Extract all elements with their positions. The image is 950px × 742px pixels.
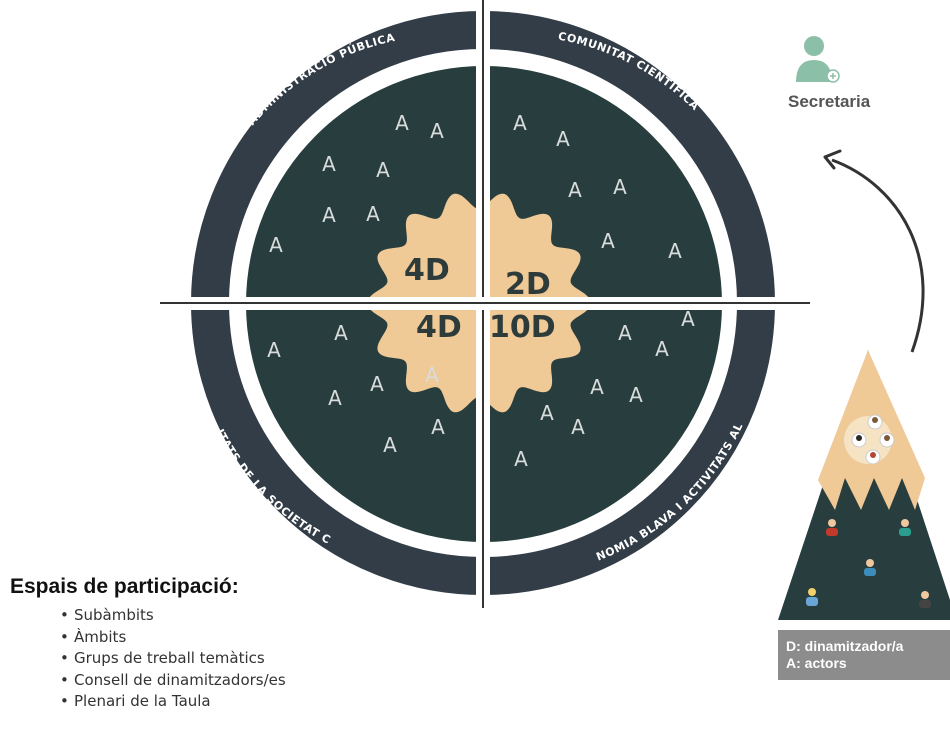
actor-letter: A — [668, 239, 682, 263]
actor-letter: A — [328, 386, 342, 410]
actor-letter: A — [395, 111, 409, 135]
triangle-hierarchy — [778, 350, 950, 620]
actor-letter: A — [430, 119, 444, 143]
spaces-list: Subàmbits Àmbits Grups de treball temàti… — [10, 605, 430, 713]
cross-divider — [160, 0, 810, 608]
legend-line-2: A: actors — [786, 655, 847, 671]
actor-letter: A — [571, 415, 585, 439]
actor-letter: A — [629, 383, 643, 407]
actor-letter: A — [590, 375, 604, 399]
actor-letter: A — [334, 321, 348, 345]
actor-letter: A — [568, 178, 582, 202]
legend-line-1: D: dinamitzador/a — [786, 638, 904, 654]
actor-letter: A — [269, 233, 283, 257]
participation-spaces: Espais de participació: Subàmbits Àmbits… — [10, 575, 430, 713]
actor-letter: A — [370, 372, 384, 396]
legend-box — [778, 630, 950, 680]
center-label-bottom-left: 4D — [416, 310, 462, 345]
actor-letter: A — [540, 401, 554, 425]
actor-avatar-icon — [864, 559, 876, 576]
actor-letter: A — [513, 111, 527, 135]
actor-letter: A — [425, 363, 439, 387]
actor-avatar-icon — [806, 588, 818, 606]
actor-letter: A — [556, 127, 570, 151]
spaces-list-item: Grups de treball temàtics — [60, 648, 430, 670]
actor-avatar-icon — [826, 519, 838, 536]
actor-letter: A — [267, 338, 281, 362]
actor-letter: A — [383, 433, 397, 457]
actor-letter: A — [613, 175, 627, 199]
center-label-bottom-right: 10D — [489, 310, 556, 345]
arrow-head-icon — [823, 149, 842, 170]
actor-letter: A — [601, 229, 615, 253]
secretaria-label: Secretaria — [788, 92, 871, 111]
actor-letter: A — [431, 415, 445, 439]
spaces-list-item: Consell de dinamitzadors/es — [60, 670, 430, 692]
actor-letter: A — [655, 337, 669, 361]
arrow-to-secretaria — [831, 158, 925, 353]
center-label-top-left: 4D — [404, 253, 450, 288]
center-label-top-right: 2D — [505, 267, 551, 302]
actor-letter: A — [366, 202, 380, 226]
actor-avatar-icon — [899, 519, 911, 536]
spaces-list-item: Àmbits — [60, 627, 430, 649]
spaces-list-item: Subàmbits — [60, 605, 430, 627]
secretaria-icon — [796, 36, 840, 83]
actor-letter: A — [618, 321, 632, 345]
actor-letter: A — [376, 158, 390, 182]
actor-letter: A — [514, 447, 528, 471]
actor-letter: A — [322, 152, 336, 176]
actor-letter: A — [322, 203, 336, 227]
actor-letter: A — [681, 307, 695, 331]
actor-avatar-icon — [919, 591, 931, 608]
spaces-list-item: Plenari de la Taula — [60, 691, 430, 713]
spaces-title: Espais de participació: — [10, 575, 239, 598]
